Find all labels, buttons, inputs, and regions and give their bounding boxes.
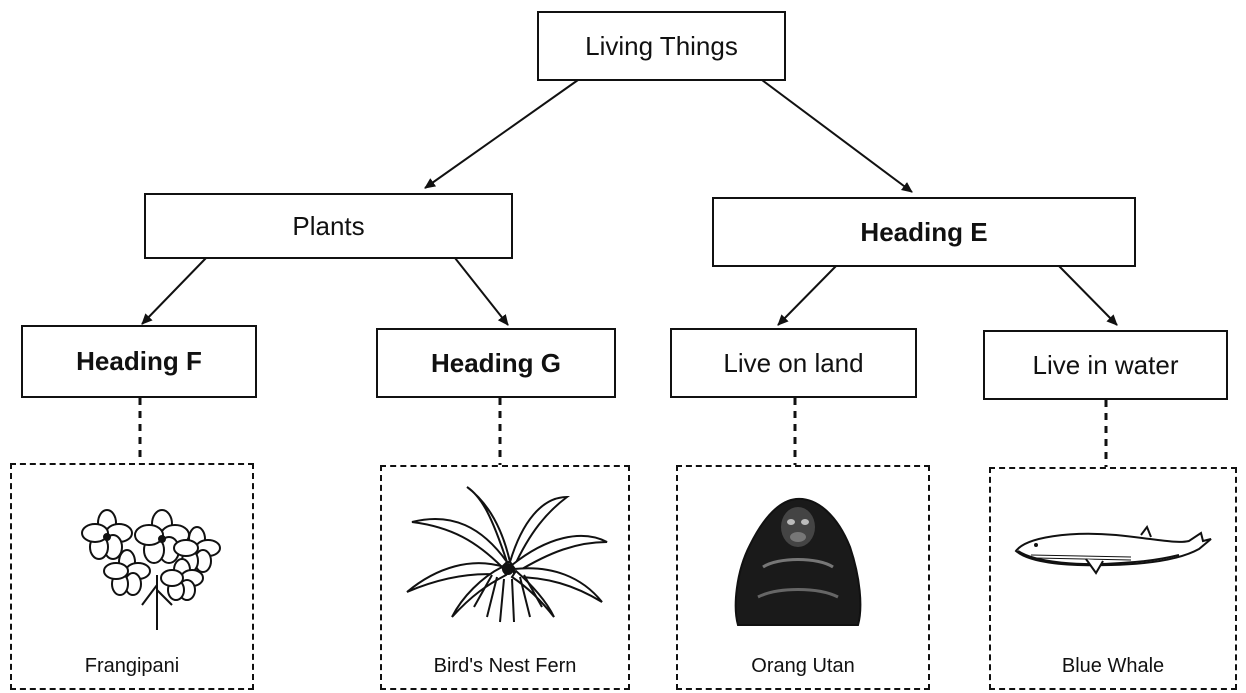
example-card-frangipani: Frangipani xyxy=(10,463,254,690)
node-live-in-water: Live in water xyxy=(983,330,1228,400)
node-living-things: Living Things xyxy=(537,11,786,81)
node-heading-f: Heading F xyxy=(21,325,257,398)
node-heading-e: Heading E xyxy=(712,197,1136,267)
caption-frangipani: Frangipani xyxy=(84,655,180,677)
caption-orang-utan: Orang Utan xyxy=(751,655,855,677)
example-card-orang-utan: Orang Utan xyxy=(676,465,930,690)
arrow-root-to-plants xyxy=(424,79,579,189)
orangutan-icon xyxy=(734,497,862,626)
whale-icon xyxy=(1014,524,1212,575)
node-live-on-land: Live on land xyxy=(670,328,917,398)
example-card-birds-nest-fern: Bird's Nest Fern xyxy=(380,465,630,690)
arrow-plants-to-heading-g xyxy=(454,257,509,326)
arrow-plants-to-heading-f xyxy=(141,257,207,325)
arrow-heading-e-to-land xyxy=(777,264,838,326)
arrow-heading-e-to-water xyxy=(1057,264,1118,326)
caption-blue-whale: Blue Whale xyxy=(1061,655,1165,677)
node-heading-g: Heading G xyxy=(376,328,616,398)
node-plants: Plants xyxy=(144,193,513,259)
caption-birds-nest-fern: Bird's Nest Fern xyxy=(433,655,577,677)
arrow-root-to-heading-e xyxy=(761,79,913,193)
example-card-blue-whale: Blue Whale xyxy=(989,467,1237,690)
fern-icon xyxy=(406,486,608,623)
frangipani-icon xyxy=(81,509,221,630)
